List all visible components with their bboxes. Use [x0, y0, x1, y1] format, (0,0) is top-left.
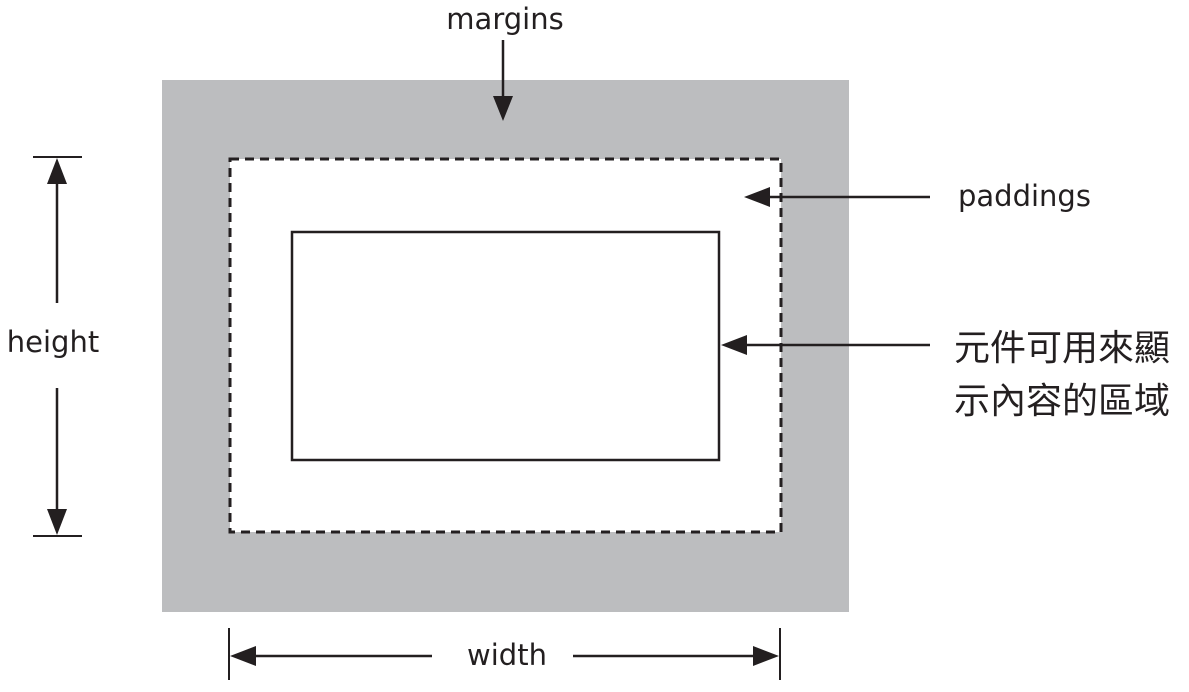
width-arrow-right [753, 646, 779, 666]
paddings-label: paddings [958, 179, 1091, 213]
content-label-line-2: 示內容的區域 [954, 381, 1170, 422]
height-dimension [33, 156, 82, 537]
margins-label: margins [446, 2, 563, 36]
content-area [290, 230, 721, 462]
content-label-line-1: 元件可用來顯 [954, 328, 1170, 369]
width-dimension [228, 628, 781, 680]
width-label: width [467, 638, 547, 672]
width-arrow-left [230, 646, 256, 666]
height-arrow-up [47, 158, 67, 184]
height-label: height [7, 325, 99, 359]
margins-arrow [493, 40, 513, 121]
paddings-arrow [744, 187, 930, 207]
content-arrow [721, 335, 930, 355]
height-arrow-down [47, 509, 67, 535]
